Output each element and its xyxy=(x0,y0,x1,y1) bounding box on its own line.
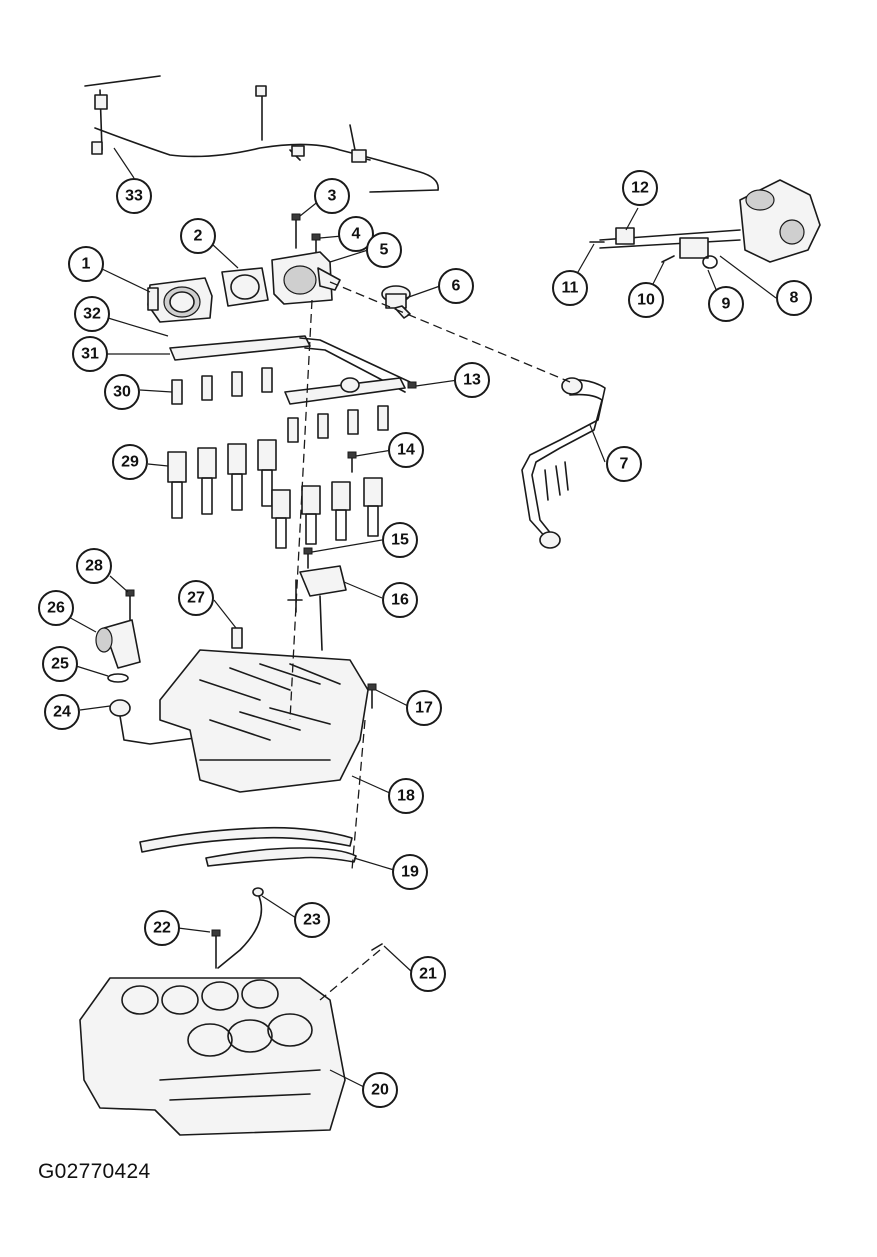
callout-26: 26 xyxy=(38,590,74,626)
svg-text:22: 22 xyxy=(153,920,171,937)
svg-text:10: 10 xyxy=(637,292,655,309)
callout-3: 3 xyxy=(314,178,350,214)
svg-text:13: 13 xyxy=(463,372,481,389)
callout-2: 2 xyxy=(180,218,216,254)
callout-18: 18 xyxy=(388,778,424,814)
callout-7: 7 xyxy=(606,446,642,482)
intake-manifold xyxy=(159,649,369,793)
callout-30: 30 xyxy=(104,374,140,410)
svg-text:16: 16 xyxy=(391,592,409,609)
temperature-sensor xyxy=(109,699,211,745)
svg-text:32: 32 xyxy=(83,306,101,323)
cylinder-block xyxy=(79,977,346,1136)
callout-23: 23 xyxy=(294,902,330,938)
alignment-lines xyxy=(289,281,571,1001)
bolt-27 xyxy=(231,627,243,649)
svg-text:17: 17 xyxy=(415,700,433,717)
intake-gaskets xyxy=(139,826,357,867)
svg-text:28: 28 xyxy=(85,558,103,575)
callout-14: 14 xyxy=(388,432,424,468)
svg-text:3: 3 xyxy=(328,188,337,205)
throttle-body-adapter xyxy=(271,251,341,305)
fuel-rail-right xyxy=(284,377,406,405)
svg-text:23: 23 xyxy=(303,912,321,929)
figure-code: G02770424 xyxy=(38,1160,151,1183)
callout-28: 28 xyxy=(76,548,112,584)
svg-text:33: 33 xyxy=(125,188,143,205)
svg-text:5: 5 xyxy=(380,242,389,259)
svg-text:1: 1 xyxy=(82,256,91,273)
callout-12: 12 xyxy=(622,170,658,206)
svg-text:30: 30 xyxy=(113,384,131,401)
callout-17: 17 xyxy=(406,690,442,726)
callout-11: 11 xyxy=(552,270,588,306)
water-outlet-gasket xyxy=(107,673,129,683)
callout-10: 10 xyxy=(628,282,664,318)
fuel-injectors-right xyxy=(287,405,389,443)
svg-text:20: 20 xyxy=(371,1082,389,1099)
wiring-harness xyxy=(84,75,439,193)
callout-19: 19 xyxy=(392,854,428,890)
egr-tube xyxy=(521,377,606,549)
svg-text:2: 2 xyxy=(194,228,203,245)
pcv-egr-assembly xyxy=(589,179,821,269)
svg-text:15: 15 xyxy=(391,532,409,549)
callout-4: 4 xyxy=(338,216,374,252)
bolt-14 xyxy=(347,451,357,473)
callout-15: 15 xyxy=(382,522,418,558)
egr-valve xyxy=(381,285,411,319)
bolt-22 xyxy=(211,929,221,969)
callout-32: 32 xyxy=(74,296,110,332)
dowel-21 xyxy=(371,943,383,951)
leader-lines xyxy=(55,147,777,1089)
callout-6: 6 xyxy=(438,268,474,304)
callout-24: 24 xyxy=(44,694,80,730)
svg-text:18: 18 xyxy=(397,788,415,805)
bolt-13 xyxy=(407,381,417,389)
throttle-body xyxy=(147,277,213,323)
svg-text:21: 21 xyxy=(419,966,437,983)
callout-21: 21 xyxy=(410,956,446,992)
svg-text:8: 8 xyxy=(790,290,799,307)
callout-5: 5 xyxy=(366,232,402,268)
callout-13: 13 xyxy=(454,362,490,398)
svg-text:14: 14 xyxy=(397,442,415,459)
svg-text:29: 29 xyxy=(121,454,139,471)
svg-text:25: 25 xyxy=(51,656,69,673)
callout-8: 8 xyxy=(776,280,812,316)
throttle-body-gasket xyxy=(221,267,269,307)
callout-29: 29 xyxy=(112,444,148,480)
svg-text:19: 19 xyxy=(401,864,419,881)
knock-sensor-harness xyxy=(217,887,264,969)
bolt-15 xyxy=(303,547,313,569)
callout-33: 33 xyxy=(116,178,152,214)
callout-31: 31 xyxy=(72,336,108,372)
callout-22: 22 xyxy=(144,910,180,946)
svg-text:26: 26 xyxy=(47,600,65,617)
svg-text:4: 4 xyxy=(352,226,361,243)
svg-text:31: 31 xyxy=(81,346,99,363)
callout-1: 1 xyxy=(68,246,104,282)
svg-text:24: 24 xyxy=(53,704,71,721)
callout-20: 20 xyxy=(362,1072,398,1108)
svg-text:9: 9 xyxy=(722,296,731,313)
water-outlet xyxy=(95,619,141,669)
svg-text:7: 7 xyxy=(620,456,629,473)
fuel-injectors-left xyxy=(171,367,273,405)
imrc-actuator xyxy=(287,565,347,651)
svg-text:27: 27 xyxy=(187,590,205,607)
svg-text:6: 6 xyxy=(452,278,461,295)
svg-text:11: 11 xyxy=(562,280,579,297)
bolt-3 xyxy=(291,213,301,249)
callout-27: 27 xyxy=(178,580,214,616)
callout-16: 16 xyxy=(382,582,418,618)
callout-25: 25 xyxy=(42,646,78,682)
stud-17 xyxy=(367,683,377,709)
ignition-coils xyxy=(167,439,383,549)
svg-text:12: 12 xyxy=(631,180,649,197)
callout-9: 9 xyxy=(708,286,744,322)
